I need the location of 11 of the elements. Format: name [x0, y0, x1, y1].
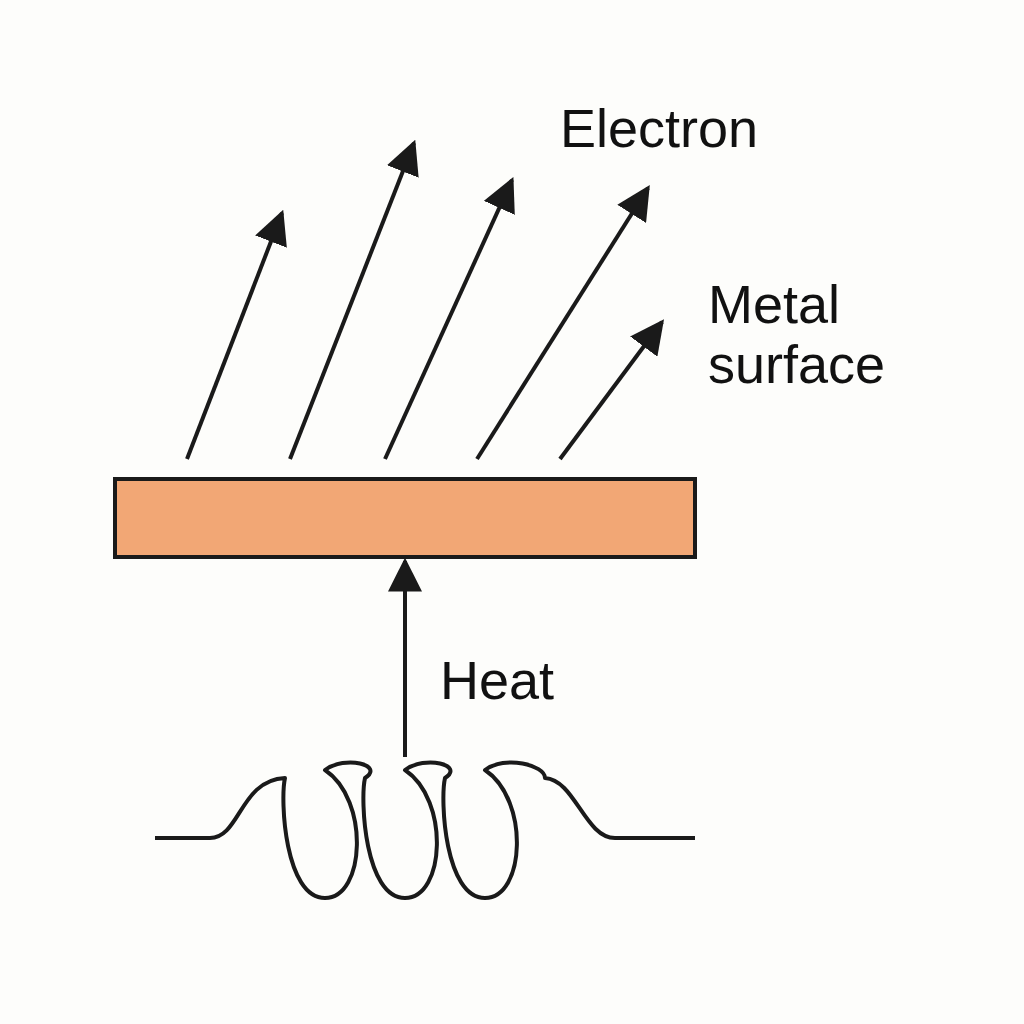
arrow	[288, 139, 419, 460]
arrow	[388, 557, 422, 757]
edge-label: Heat	[440, 650, 555, 711]
heating-coil	[155, 760, 695, 900]
arrow	[185, 209, 287, 460]
metal-plate	[113, 477, 697, 559]
part-label: Electron	[560, 98, 760, 159]
arrow	[558, 319, 665, 461]
part-label: Metal surface	[708, 274, 887, 395]
arrow	[383, 176, 515, 460]
arrow	[475, 185, 650, 461]
